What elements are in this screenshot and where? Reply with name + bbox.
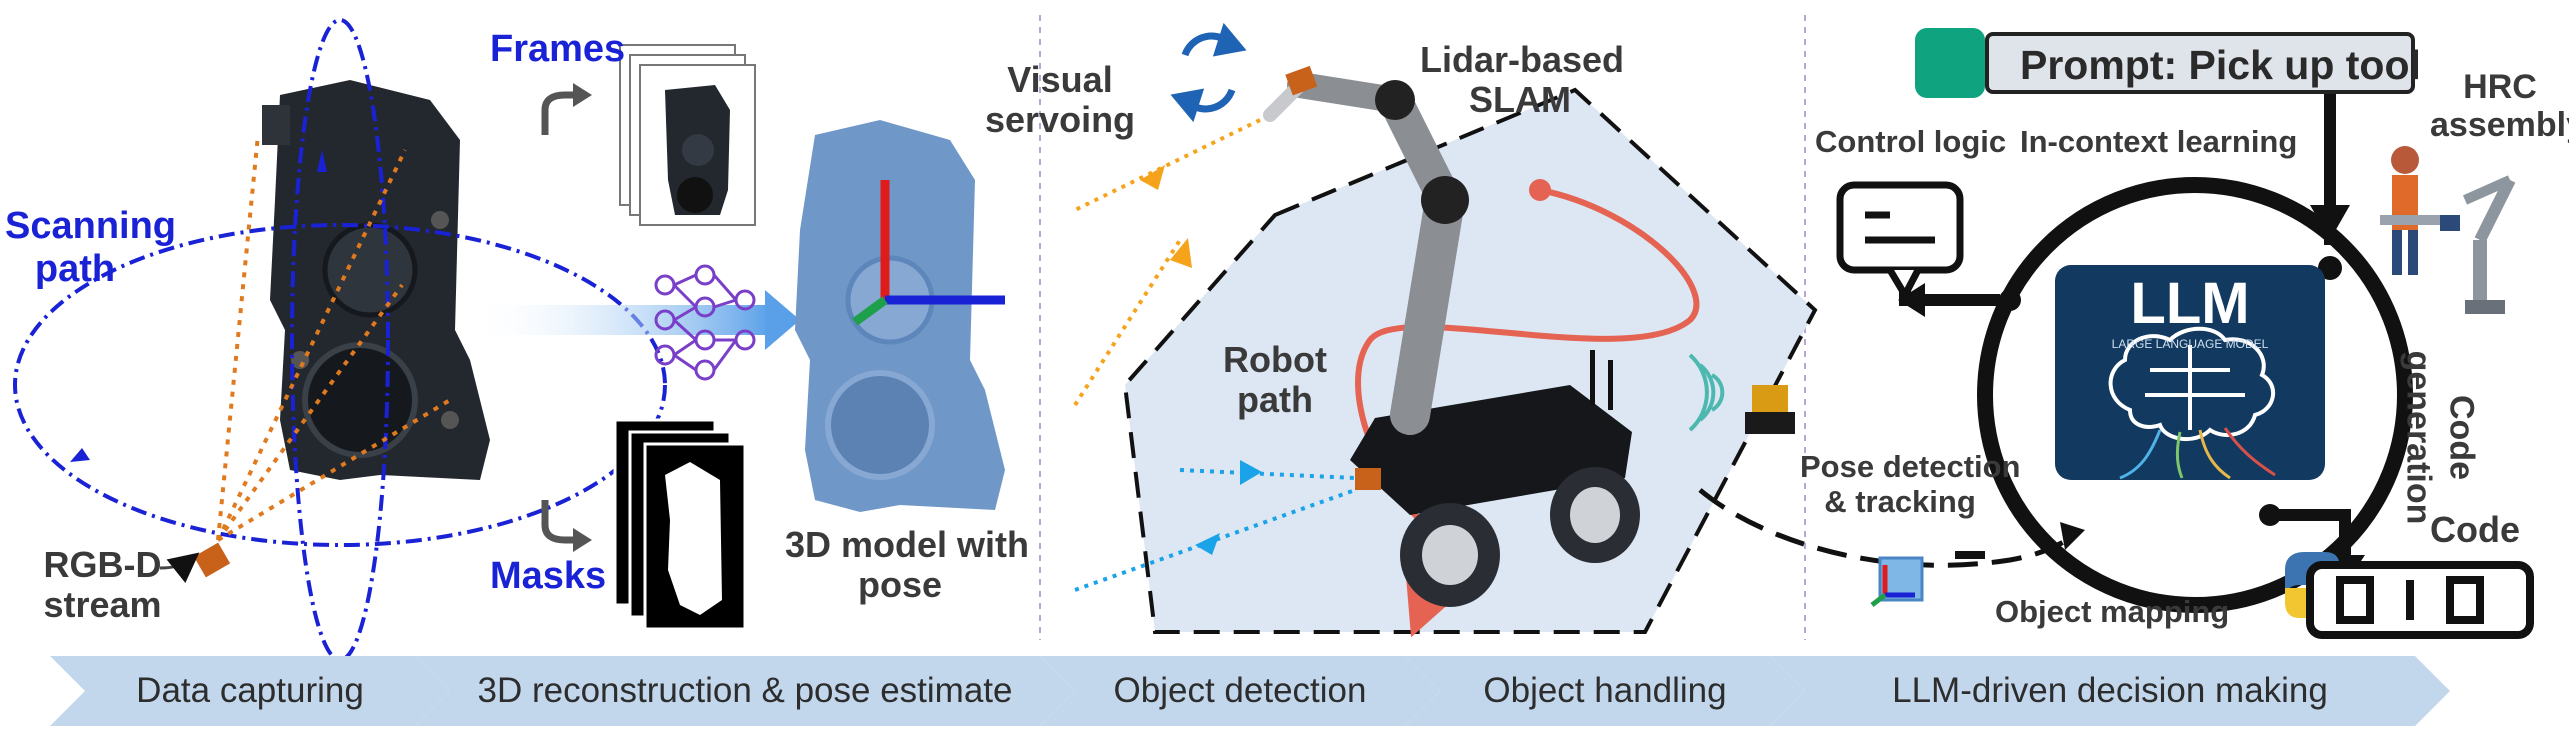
frames-stack [619, 44, 756, 226]
rgbd-pointer [159, 552, 200, 583]
robot-arm [1263, 72, 1469, 435]
scan-object-dark [262, 80, 490, 480]
gripper-camera-icon [1285, 65, 1318, 96]
binary-code-block [2306, 561, 2534, 639]
beam-arrowhead [765, 290, 800, 350]
llm-cycle-ring [1977, 177, 2413, 613]
visual-servoing-label: Visual servoing [985, 59, 1136, 141]
stage-object-detection: Object detection [1113, 671, 1367, 710]
refresh-cycle-icon [1170, 22, 1247, 123]
llm-subtitle: LARGE LANGUAGE MODEL [2111, 337, 2269, 351]
object-mapping-label: Object mapping [1995, 594, 2230, 629]
hrc-assembly-label: HRC assembly [2430, 68, 2569, 145]
lidar-sensor-icon [1745, 385, 1795, 434]
model-pose-label: 3D model with pose [785, 524, 1030, 606]
neural-network-icon [654, 264, 756, 381]
pose-axes [852, 180, 1005, 326]
scanning-path-horizontal [13, 223, 667, 547]
chat-bubble-icon [1836, 181, 1964, 303]
control-logic-label: Control logic [1815, 124, 2007, 159]
arrow-to-masks [541, 500, 575, 544]
prompt-box [1985, 32, 2415, 94]
servo-ray-1 [1074, 118, 1261, 212]
prompt-text: Prompt: Pick up tool [2020, 42, 2421, 88]
arrow-to-frames [541, 91, 575, 135]
pose-detection-label: Pose detection & tracking [1800, 449, 2021, 519]
base-camera-icon [1355, 468, 1381, 490]
rgbd-stream-label: RGB-D stream [43, 544, 162, 626]
scanning-path-label: Scanning path [5, 205, 177, 290]
pose-cube-icon [1870, 556, 1924, 607]
chatgpt-badge [1915, 28, 1985, 98]
reconstructed-model-blue [795, 120, 1005, 512]
stage-3d-reconstruction: 3D reconstruction & pose estimate [477, 671, 1013, 710]
servo-ray-2 [1073, 238, 1182, 407]
reconstruction-beam [470, 305, 770, 335]
masks-stack [613, 418, 747, 631]
brain-icon [2108, 326, 2276, 442]
stage-object-handling: Object handling [1483, 671, 1727, 710]
scanning-path-vertical [290, 18, 390, 662]
camera-rays [216, 134, 452, 542]
lidar-slam-label: Lidar-based SLAM [1420, 39, 1625, 121]
masks-label: Masks [490, 555, 607, 597]
stage-llm-decision: LLM-driven decision making [1892, 671, 2328, 710]
code-label: Code [2430, 509, 2520, 550]
rgbd-camera-icon [193, 542, 231, 578]
code-generation-label: Code generation [2400, 350, 2481, 525]
wireless-signal-icon [1688, 353, 1725, 432]
frames-label: Frames [490, 28, 626, 70]
llm-title: LLM [2130, 271, 2250, 336]
stage-data-capturing: Data capturing [136, 671, 364, 710]
brain-wires [2119, 427, 2276, 480]
slam-region [1122, 87, 1818, 634]
scan-direction-arrow-1 [317, 150, 327, 172]
robot-path-label: Robot path [1223, 339, 1327, 421]
scan-direction-arrow-2 [70, 448, 90, 462]
hrc-assembly-illustration [2380, 146, 2516, 314]
stage-chevrons [50, 656, 2450, 726]
in-context-learning-label: In-context learning [2020, 124, 2298, 159]
